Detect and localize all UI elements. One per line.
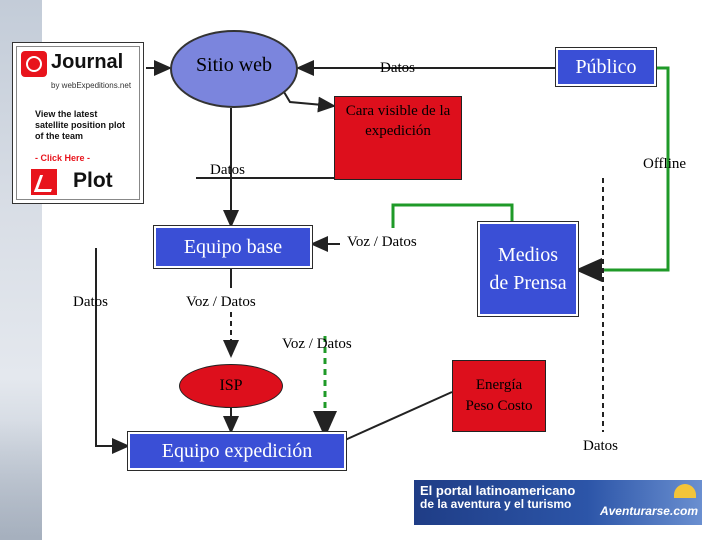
equipo-base-label: Equipo base (183, 235, 283, 258)
xplot-brand: Plot (73, 169, 113, 192)
medios-prensa-node: Medios de Prensa (478, 222, 578, 316)
banner-logo-text: Aventurarse.com (599, 504, 698, 518)
offline-label: Offline (643, 156, 687, 172)
publico-label: Público (575, 55, 637, 78)
voz-datos-center-label: Voz / Datos (282, 336, 352, 352)
cara-visible-label: Cara visible de la expedición (345, 103, 451, 139)
isp-label: ISP (219, 377, 243, 394)
xjournal-badge[interactable]: Journal by webExpeditions.net View the l… (12, 42, 144, 204)
publico-to-medios-line (575, 66, 670, 282)
aventurarse-banner[interactable]: El portal latinoamericano de la aventura… (414, 480, 702, 525)
left-datos-line (95, 248, 130, 454)
publico-node: Público (556, 48, 656, 86)
xjournal-logo-icon (21, 51, 47, 77)
equipo-expedicion-node: Equipo expedición (128, 432, 346, 470)
equipo-expedicion-label: Equipo expedición (161, 439, 313, 462)
xplot-logo-icon (31, 169, 58, 195)
xjournal-frame (16, 46, 140, 200)
isp-node: ISP (179, 364, 283, 408)
medios-green-line (391, 203, 514, 228)
energia-link (344, 391, 453, 441)
banner-line1: El portal latinoamericano (420, 483, 576, 498)
sitio-web-label: Sitio web (195, 53, 273, 76)
equipo-base-node: Equipo base (154, 226, 312, 268)
sun-logo-icon (674, 484, 696, 498)
sitio-web-node: Sitio web (170, 30, 298, 108)
datos-left-label: Datos (73, 294, 108, 310)
cara-visible-node: Cara visible de la expedición (334, 96, 462, 180)
energia-label: Energía Peso Costo (465, 377, 533, 414)
medios-prensa-label: Medios de Prensa (489, 244, 567, 294)
xjournal-by: by webExpeditions.net (51, 81, 132, 90)
datos-bottom-label: Datos (583, 438, 618, 454)
energia-node: Energía Peso Costo (452, 360, 546, 432)
xjournal-description: View the latest satellite position plot … (35, 109, 126, 141)
xjournal-brand: Journal (51, 51, 124, 73)
voz-datos-right-label: Voz / Datos (347, 234, 417, 250)
banner-line2: de la aventura y el turismo (420, 497, 572, 511)
datos-mid-label: Datos (210, 162, 245, 178)
xjournal-cta[interactable]: - Click Here - (35, 153, 91, 163)
sitio-to-cara-arrow (283, 91, 336, 113)
voz-datos-left-label: Voz / Datos (186, 294, 256, 310)
datos-top-label: Datos (380, 60, 415, 76)
